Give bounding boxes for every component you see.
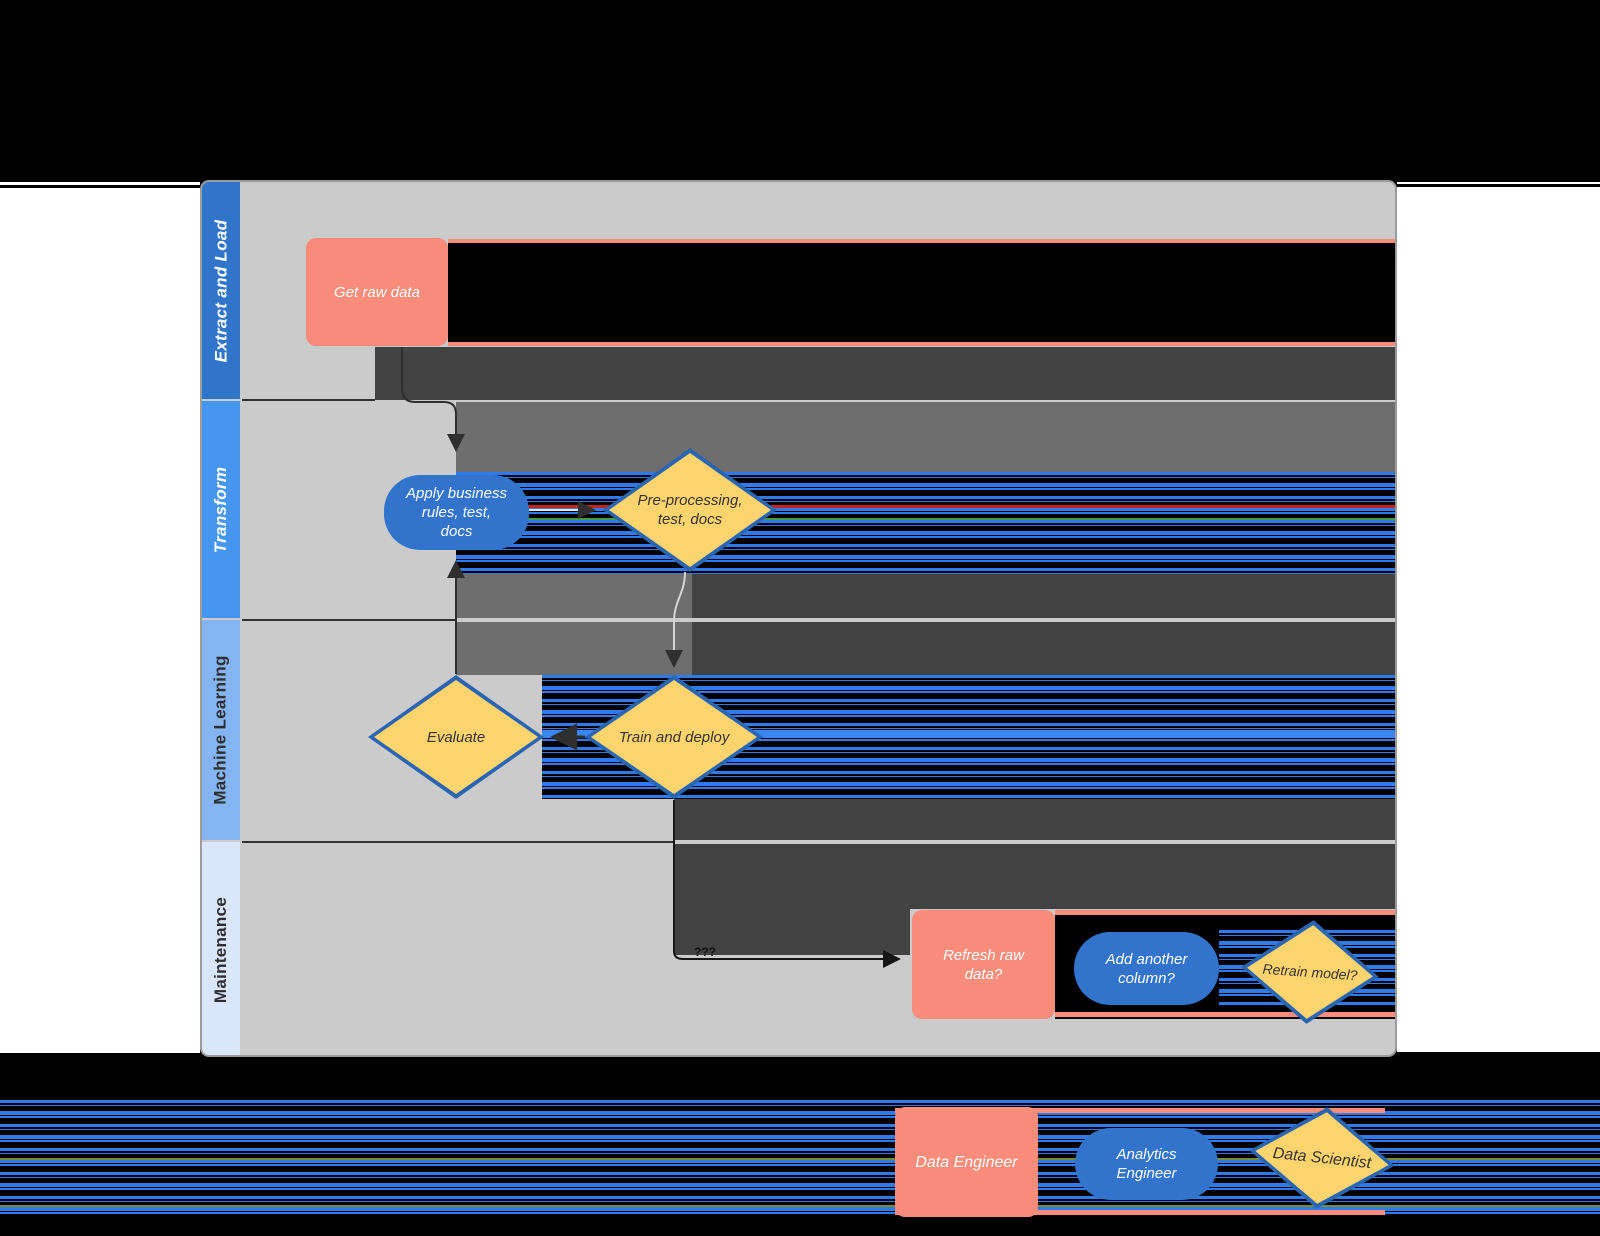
glitch-stripe (542, 730, 1395, 738)
glitch-stripe (1055, 1012, 1395, 1017)
node-add-another-column: Add another column? (1074, 932, 1219, 1005)
glitch-stripe (448, 342, 1395, 346)
glitch-stripe (456, 518, 1395, 520)
node-label: Add another column? (1105, 950, 1188, 987)
glitch-band (674, 799, 1395, 840)
glitch-stripe (0, 1158, 1600, 1160)
glitch-band (456, 574, 692, 618)
glitch-stripe (895, 1108, 1385, 1113)
glitch-band (456, 472, 1395, 574)
node-label: Evaluate (426, 728, 486, 746)
node-refresh-raw-data: Refresh raw data? (912, 910, 1055, 1019)
glitch-stripe (448, 239, 1395, 243)
glitch-stripe (456, 505, 1395, 508)
connector-lines (401, 347, 901, 968)
lane-divider (242, 841, 674, 843)
node-label: Get raw data (334, 283, 420, 301)
connector-label-maintenance: ??? (694, 945, 716, 959)
glitch-band (456, 402, 1395, 472)
swimlane-diagram: Extract and Load Transform Machine Learn… (200, 180, 1397, 1057)
node-label: Train and deploy (618, 728, 730, 746)
glitch-band (674, 909, 910, 955)
glitch-stripe (0, 1205, 1600, 1207)
node-get-raw-data: Get raw data (306, 238, 448, 346)
lane-header-maintenance: Maintenance (202, 842, 240, 1055)
node-apply-business-rules: Apply business rules, test, docs (384, 475, 529, 550)
glitch-band (375, 347, 1395, 400)
glitch-band (692, 574, 1395, 618)
lane-divider (242, 619, 456, 621)
page-margin-left (0, 182, 200, 1053)
glitch-stripe (1055, 910, 1395, 915)
page-margin-right (1397, 182, 1600, 1052)
node-label: Apply business rules, test, docs (406, 485, 507, 540)
lane-header-extract-and-load: Extract and Load (202, 182, 240, 399)
glitch-band (456, 622, 692, 675)
lane-divider (242, 399, 375, 401)
glitch-band (692, 622, 1395, 675)
top-border-line-right (1397, 184, 1600, 187)
lane-header-machine-learning: Machine Learning (202, 620, 240, 840)
top-border-line-left (0, 185, 200, 188)
node-label: Refresh raw data? (943, 946, 1024, 983)
legend-data-engineer: Data Engineer (895, 1107, 1038, 1217)
lane-header-transform: Transform (202, 401, 240, 618)
connector-preprocessing-to-train (665, 571, 686, 668)
node-label: Pre-processing, test, docs (637, 492, 743, 528)
connector-train-to-refresh (673, 800, 901, 968)
glitch-stripe (895, 1210, 1385, 1215)
legend-label: Data Engineer (915, 1153, 1018, 1171)
legend-analytics-engineer: Analytics Engineer (1075, 1128, 1218, 1200)
glitch-band (674, 844, 1395, 909)
glitch-band (448, 239, 1395, 346)
connector-get-raw-data-to-apply-rules (401, 347, 465, 452)
legend-label: Analytics Engineer (1116, 1146, 1177, 1182)
